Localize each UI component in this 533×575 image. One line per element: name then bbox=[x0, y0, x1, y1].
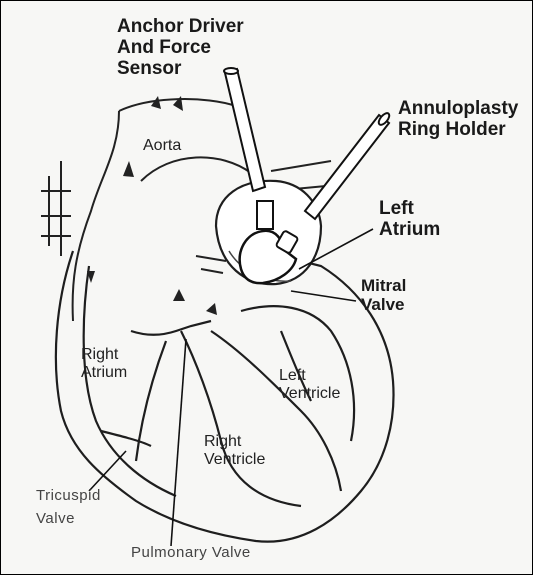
left-atrium-label: Left Atrium bbox=[379, 199, 440, 241]
right-ventricle-line1: Right bbox=[204, 433, 265, 451]
left-atrium-line2: Atrium bbox=[379, 220, 440, 241]
right-ventricle-label: Right Ventricle bbox=[204, 433, 265, 468]
left-atrium-line1: Left bbox=[379, 199, 440, 220]
right-atrium-line2: Atrium bbox=[81, 364, 127, 382]
flow-arrows bbox=[87, 96, 217, 315]
anchor-driver-line1: Anchor Driver bbox=[117, 17, 244, 38]
anchor-driver-line2: And Force bbox=[117, 38, 244, 59]
aorta-label: Aorta bbox=[143, 137, 181, 155]
mitral-valve-line2: Valve bbox=[361, 296, 406, 315]
tricuspid-valve-line1: Tricuspid bbox=[36, 485, 101, 508]
tricuspid-valve-line2: Valve bbox=[36, 508, 101, 531]
pulmonary-valve-label: Pulmonary Valve bbox=[131, 545, 251, 562]
tricuspid-valve-label: Tricuspid Valve bbox=[36, 485, 101, 530]
anchor-driver-line3: Sensor bbox=[117, 59, 244, 80]
left-ventricle-label: Left Ventricle bbox=[279, 367, 340, 402]
heart-outline bbox=[56, 251, 394, 542]
right-atrium-label: Right Atrium bbox=[81, 346, 127, 381]
ring-holder-line2: Ring Holder bbox=[398, 120, 518, 141]
left-ventricle-line2: Ventricle bbox=[279, 385, 340, 403]
ring-holder-label: Annuloplasty Ring Holder bbox=[398, 99, 518, 141]
mitral-valve-line1: Mitral bbox=[361, 277, 406, 296]
right-atrium-line1: Right bbox=[81, 346, 127, 364]
right-ventricle-line2: Ventricle bbox=[204, 451, 265, 469]
mitral-valve-label: Mitral Valve bbox=[361, 277, 406, 314]
anchor-driver-label: Anchor Driver And Force Sensor bbox=[117, 17, 244, 80]
left-ventricle-line1: Left bbox=[279, 367, 340, 385]
ring-holder-line1: Annuloplasty bbox=[398, 99, 518, 120]
